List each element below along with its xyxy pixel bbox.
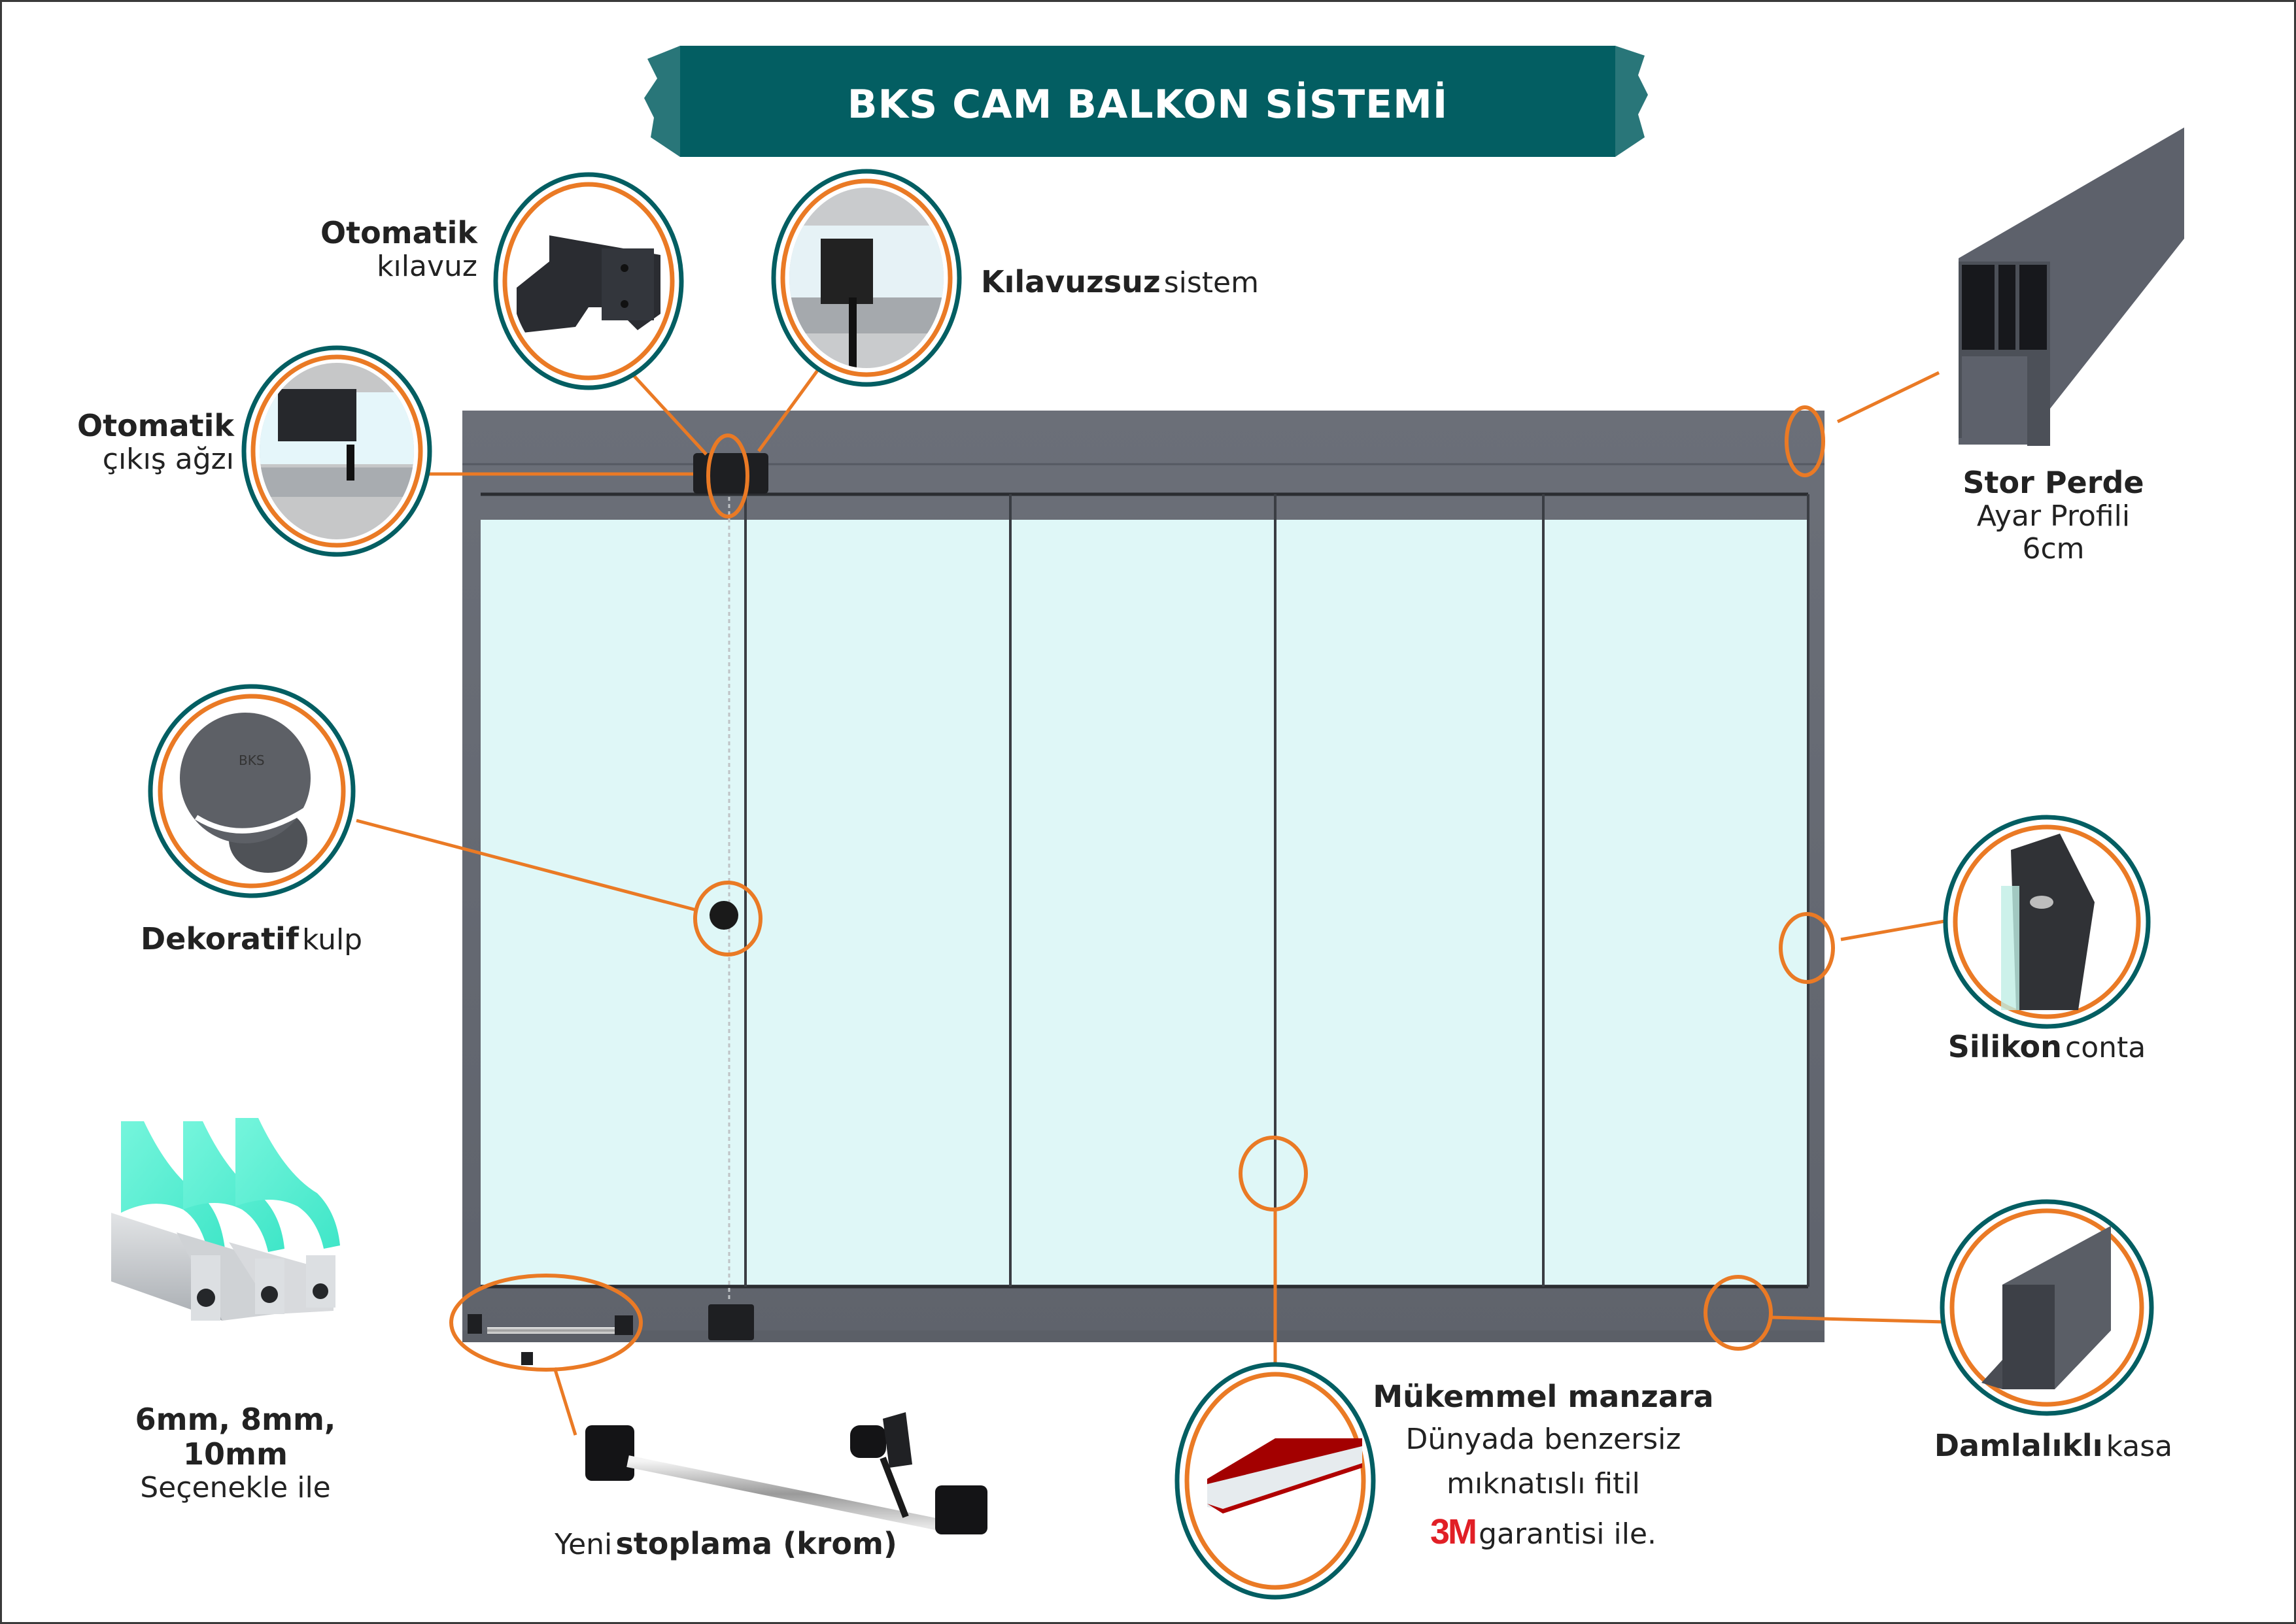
detail-circle-otomatik-cikis	[241, 345, 432, 557]
top-exit-hardware	[693, 453, 768, 494]
page-title: BKS CAM BALKON SİSTEMİ	[847, 82, 1448, 127]
label-regular-line: mıknatıslı fitil	[1447, 1467, 1640, 1501]
silicone-gasket-icon	[2001, 834, 2095, 1010]
label-regular-line: Ayar Profili	[1976, 499, 2131, 533]
label-silikon-conta: Silikon conta	[1896, 1030, 2197, 1065]
label-regular: Seçenekle ile	[140, 1470, 331, 1504]
label-dekoratif-kulp: Dekoratif kulp	[141, 922, 435, 957]
bottom-lock-hardware	[708, 1304, 754, 1340]
stopper-rod	[487, 1327, 625, 1334]
label-bold: Kılavuzsuz	[981, 264, 1161, 299]
label-bold: Dekoratif	[141, 921, 299, 956]
line-otomatik-kilavuz	[630, 371, 708, 456]
exit-mouth-icon	[260, 363, 414, 539]
marker-stopper	[449, 1274, 643, 1372]
blind-profile-icon	[1959, 127, 2184, 446]
label-bold: Silikon	[1947, 1029, 2062, 1064]
label-bold: Damlalıklı	[1934, 1428, 2103, 1463]
label-bold-line: 6mm, 8mm,	[135, 1402, 336, 1437]
guideless-plate-icon	[789, 188, 944, 368]
line-kilavuzsuz	[757, 365, 823, 452]
line-dekoratif-kulp	[356, 819, 697, 912]
label-mukemmel-manzara: Mükemmel manzara Dünyada benzersiz mıkna…	[1360, 1379, 1726, 1552]
detail-circle-silikon-conta	[1943, 815, 2151, 1029]
knob-logo: BKS	[239, 753, 265, 768]
marker-silikon	[1779, 912, 1835, 984]
label-bold-line: 10mm	[183, 1436, 288, 1472]
label-bold: stoplama (krom)	[615, 1526, 897, 1561]
label-regular: kılavuz	[377, 249, 477, 283]
marker-damlalikli	[1704, 1275, 1773, 1351]
knob-on-glass	[710, 901, 738, 930]
callout-lines	[356, 365, 1953, 1436]
callout-markers	[449, 405, 1835, 1372]
marker-top-exit	[706, 433, 749, 518]
label-otomatik-cikis: Otomatik çıkış ağzı	[13, 409, 234, 476]
line-silikon-conta	[1840, 918, 1953, 941]
label-tail: garantisi ile.	[1479, 1517, 1657, 1551]
banner-rough-left	[644, 46, 680, 157]
guide-bracket-icon	[517, 235, 660, 333]
label-bold: Stor Perde	[1962, 465, 2144, 500]
label-stor-perde: Stor Perde Ayar Profili 6cm	[1896, 465, 2210, 566]
stopper-right-block	[615, 1315, 633, 1335]
marker-magnetic-strip	[1239, 1136, 1308, 1211]
glass-area	[481, 520, 1808, 1285]
label-bold: Mükemmel manzara	[1373, 1379, 1714, 1414]
marker-stor-perde	[1785, 405, 1825, 477]
label-bold: Otomatik	[320, 215, 477, 250]
label-kilavuzsuz: Kılavuzsuz sistem	[981, 265, 1373, 300]
detail-circle-damlalikli	[1940, 1199, 2154, 1416]
line-damlalikli-kasa	[1772, 1315, 1946, 1324]
label-damlalikli-kasa: Damlalıklı kasa	[1896, 1429, 2210, 1464]
detail-circle-mukemmel-manzara	[1174, 1362, 1376, 1600]
stopper-pull	[521, 1352, 533, 1365]
chrome-stopper-icon	[585, 1412, 987, 1534]
label-regular-line: Dünyada benzersiz	[1405, 1422, 1681, 1456]
label-regular: kasa	[2106, 1430, 2173, 1463]
drip-frame-icon	[1981, 1226, 2111, 1389]
glass-thickness-icon	[111, 1118, 340, 1321]
drip-lip	[462, 1330, 1825, 1342]
stopper-left-block	[468, 1314, 482, 1334]
label-bold: Otomatik	[77, 408, 234, 443]
banner-rough-right	[1615, 46, 1648, 157]
label-regular: conta	[2065, 1031, 2146, 1064]
marker-knob	[693, 881, 762, 956]
detail-circle-kilavuzsuz	[771, 169, 962, 387]
label-regular: çıkış ağzı	[102, 442, 234, 476]
banner-body	[680, 46, 1615, 157]
detail-circle-dekoratif-kulp: BKS	[148, 684, 356, 898]
detail-circle-otomatik-kilavuz	[493, 172, 684, 390]
label-regular: sistem	[1163, 266, 1259, 299]
brand-3m-logo: 3M	[1430, 1512, 1477, 1552]
magnetic-strip-icon	[1207, 1438, 1362, 1514]
label-regular: Yeni	[555, 1528, 613, 1561]
line-stor-perde	[1836, 371, 1940, 424]
knob-handle-icon: BKS	[180, 713, 316, 873]
balcony-frame	[462, 411, 1825, 1365]
title-banner	[644, 46, 1648, 157]
label-regular-line: 6cm	[2022, 532, 2085, 566]
label-otomatik-kilavuz: Otomatik kılavuz	[248, 216, 477, 283]
label-stoplama: Yeni stoplama (krom)	[497, 1527, 955, 1562]
line-stoplama	[553, 1367, 577, 1436]
label-regular: kulp	[301, 923, 363, 956]
warranty-line: 3M garantisi ile.	[1360, 1512, 1726, 1552]
label-glass-thickness: 6mm, 8mm, 10mm Seçenekle ile	[92, 1402, 379, 1504]
